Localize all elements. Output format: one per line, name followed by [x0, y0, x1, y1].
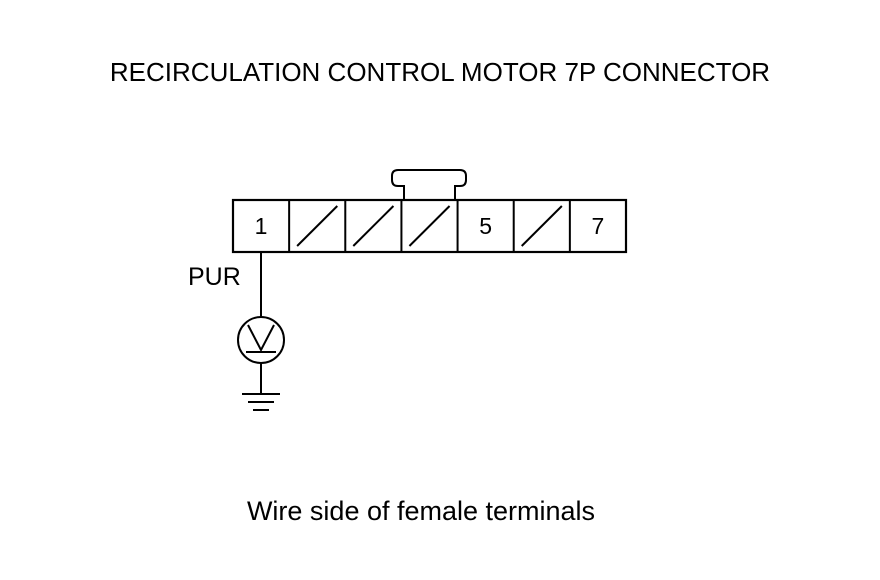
ground-icon	[242, 393, 280, 411]
pin-number-label: 5	[479, 213, 492, 239]
voltmeter-icon	[237, 316, 285, 364]
connector-pin-6	[512, 200, 563, 252]
pin-number-label: 1	[255, 213, 268, 239]
empty-pin-slash	[521, 205, 563, 247]
connector-pin-5: 5	[456, 200, 492, 252]
connector-pin-3	[344, 200, 395, 252]
connector-pin-1: 1	[255, 213, 268, 239]
connector-body	[231, 198, 628, 254]
empty-pin-slash	[352, 205, 395, 247]
connector-pin-cells: 1 5 7	[255, 200, 605, 252]
empty-pin-slash	[408, 205, 451, 247]
diagram-title: RECIRCULATION CONTROL MOTOR 7P CONNECTOR	[110, 57, 770, 87]
connector-pin-2	[288, 200, 338, 252]
wire-color-label: PUR	[188, 263, 241, 291]
empty-pin-slash	[296, 205, 338, 247]
connector-pin-4	[400, 200, 451, 252]
pin-number-label: 7	[592, 213, 605, 239]
diagram-caption: Wire side of female terminals	[247, 496, 595, 526]
connector-pin-7: 7	[568, 200, 605, 252]
connector-lock-tab	[391, 169, 467, 200]
